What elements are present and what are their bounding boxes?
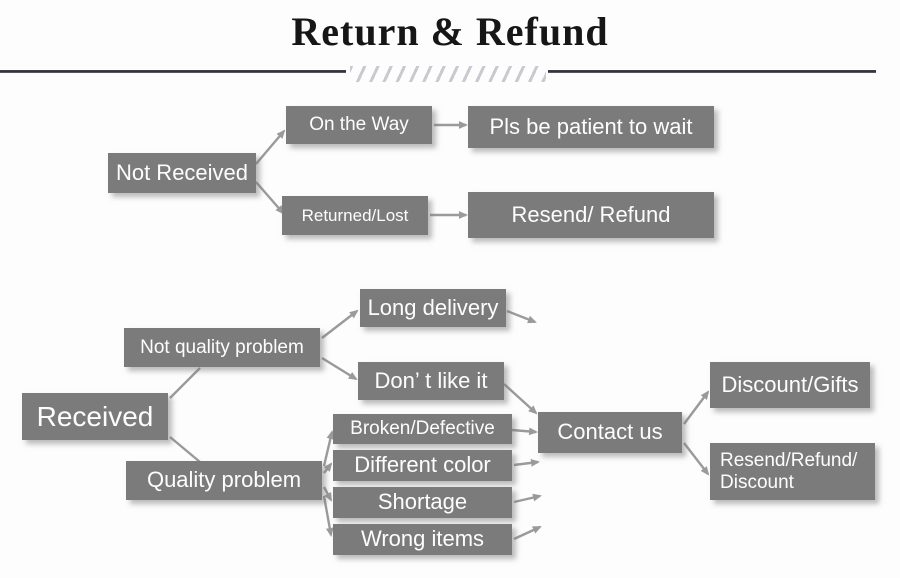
node-different-color[interactable]: Different color xyxy=(333,450,512,481)
node-resend-refund[interactable]: Resend/ Refund xyxy=(468,192,714,238)
node-not-received[interactable]: Not Received xyxy=(108,153,256,193)
divider-rule-right xyxy=(548,70,876,73)
node-wrong-items[interactable]: Wrong items xyxy=(333,524,512,555)
divider-hatch-ornament xyxy=(350,66,546,82)
node-resend-refund-discount[interactable]: Resend/Refund/ Discount xyxy=(710,443,875,500)
node-broken-defective[interactable]: Broken/Defective xyxy=(333,414,512,444)
node-quality-problem[interactable]: Quality problem xyxy=(126,461,322,500)
node-long-delivery[interactable]: Long delivery xyxy=(360,289,506,327)
node-received[interactable]: Received xyxy=(22,393,168,440)
node-dont-like-it[interactable]: Don’ t like it xyxy=(358,362,504,400)
node-not-quality-problem[interactable]: Not quality problem xyxy=(124,328,320,367)
node-contact-us[interactable]: Contact us xyxy=(538,412,682,453)
divider-rule-left xyxy=(0,70,346,73)
node-shortage[interactable]: Shortage xyxy=(333,487,512,518)
node-returned-lost[interactable]: Returned/Lost xyxy=(282,196,428,235)
node-on-the-way[interactable]: On the Way xyxy=(286,106,432,144)
node-discount-gifts[interactable]: Discount/Gifts xyxy=(710,362,870,408)
header-divider xyxy=(0,66,900,82)
node-pls-be-patient-to-wait[interactable]: Pls be patient to wait xyxy=(468,106,714,148)
page-title: Return & Refund xyxy=(291,9,609,54)
